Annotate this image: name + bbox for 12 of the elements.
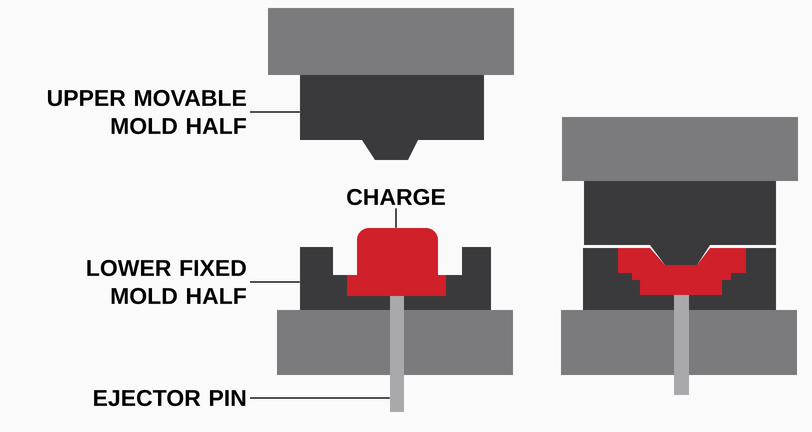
- ejector-pin: [390, 296, 404, 412]
- mold-half: [300, 247, 491, 310]
- part-label: LOWER FIXED MOLD HALF: [87, 260, 246, 304]
- mold-half: [300, 75, 484, 160]
- leader-line: [250, 397, 390, 399]
- part-label: UPPER MOVABLE MOLD HALF: [48, 90, 246, 134]
- leader-line: [250, 281, 300, 283]
- leader-line: [395, 208, 397, 228]
- part-label: EJECTOR PIN: [94, 390, 246, 406]
- leader-line: [250, 111, 300, 113]
- part-label: CHARGE: [347, 188, 445, 206]
- charge: [347, 228, 446, 296]
